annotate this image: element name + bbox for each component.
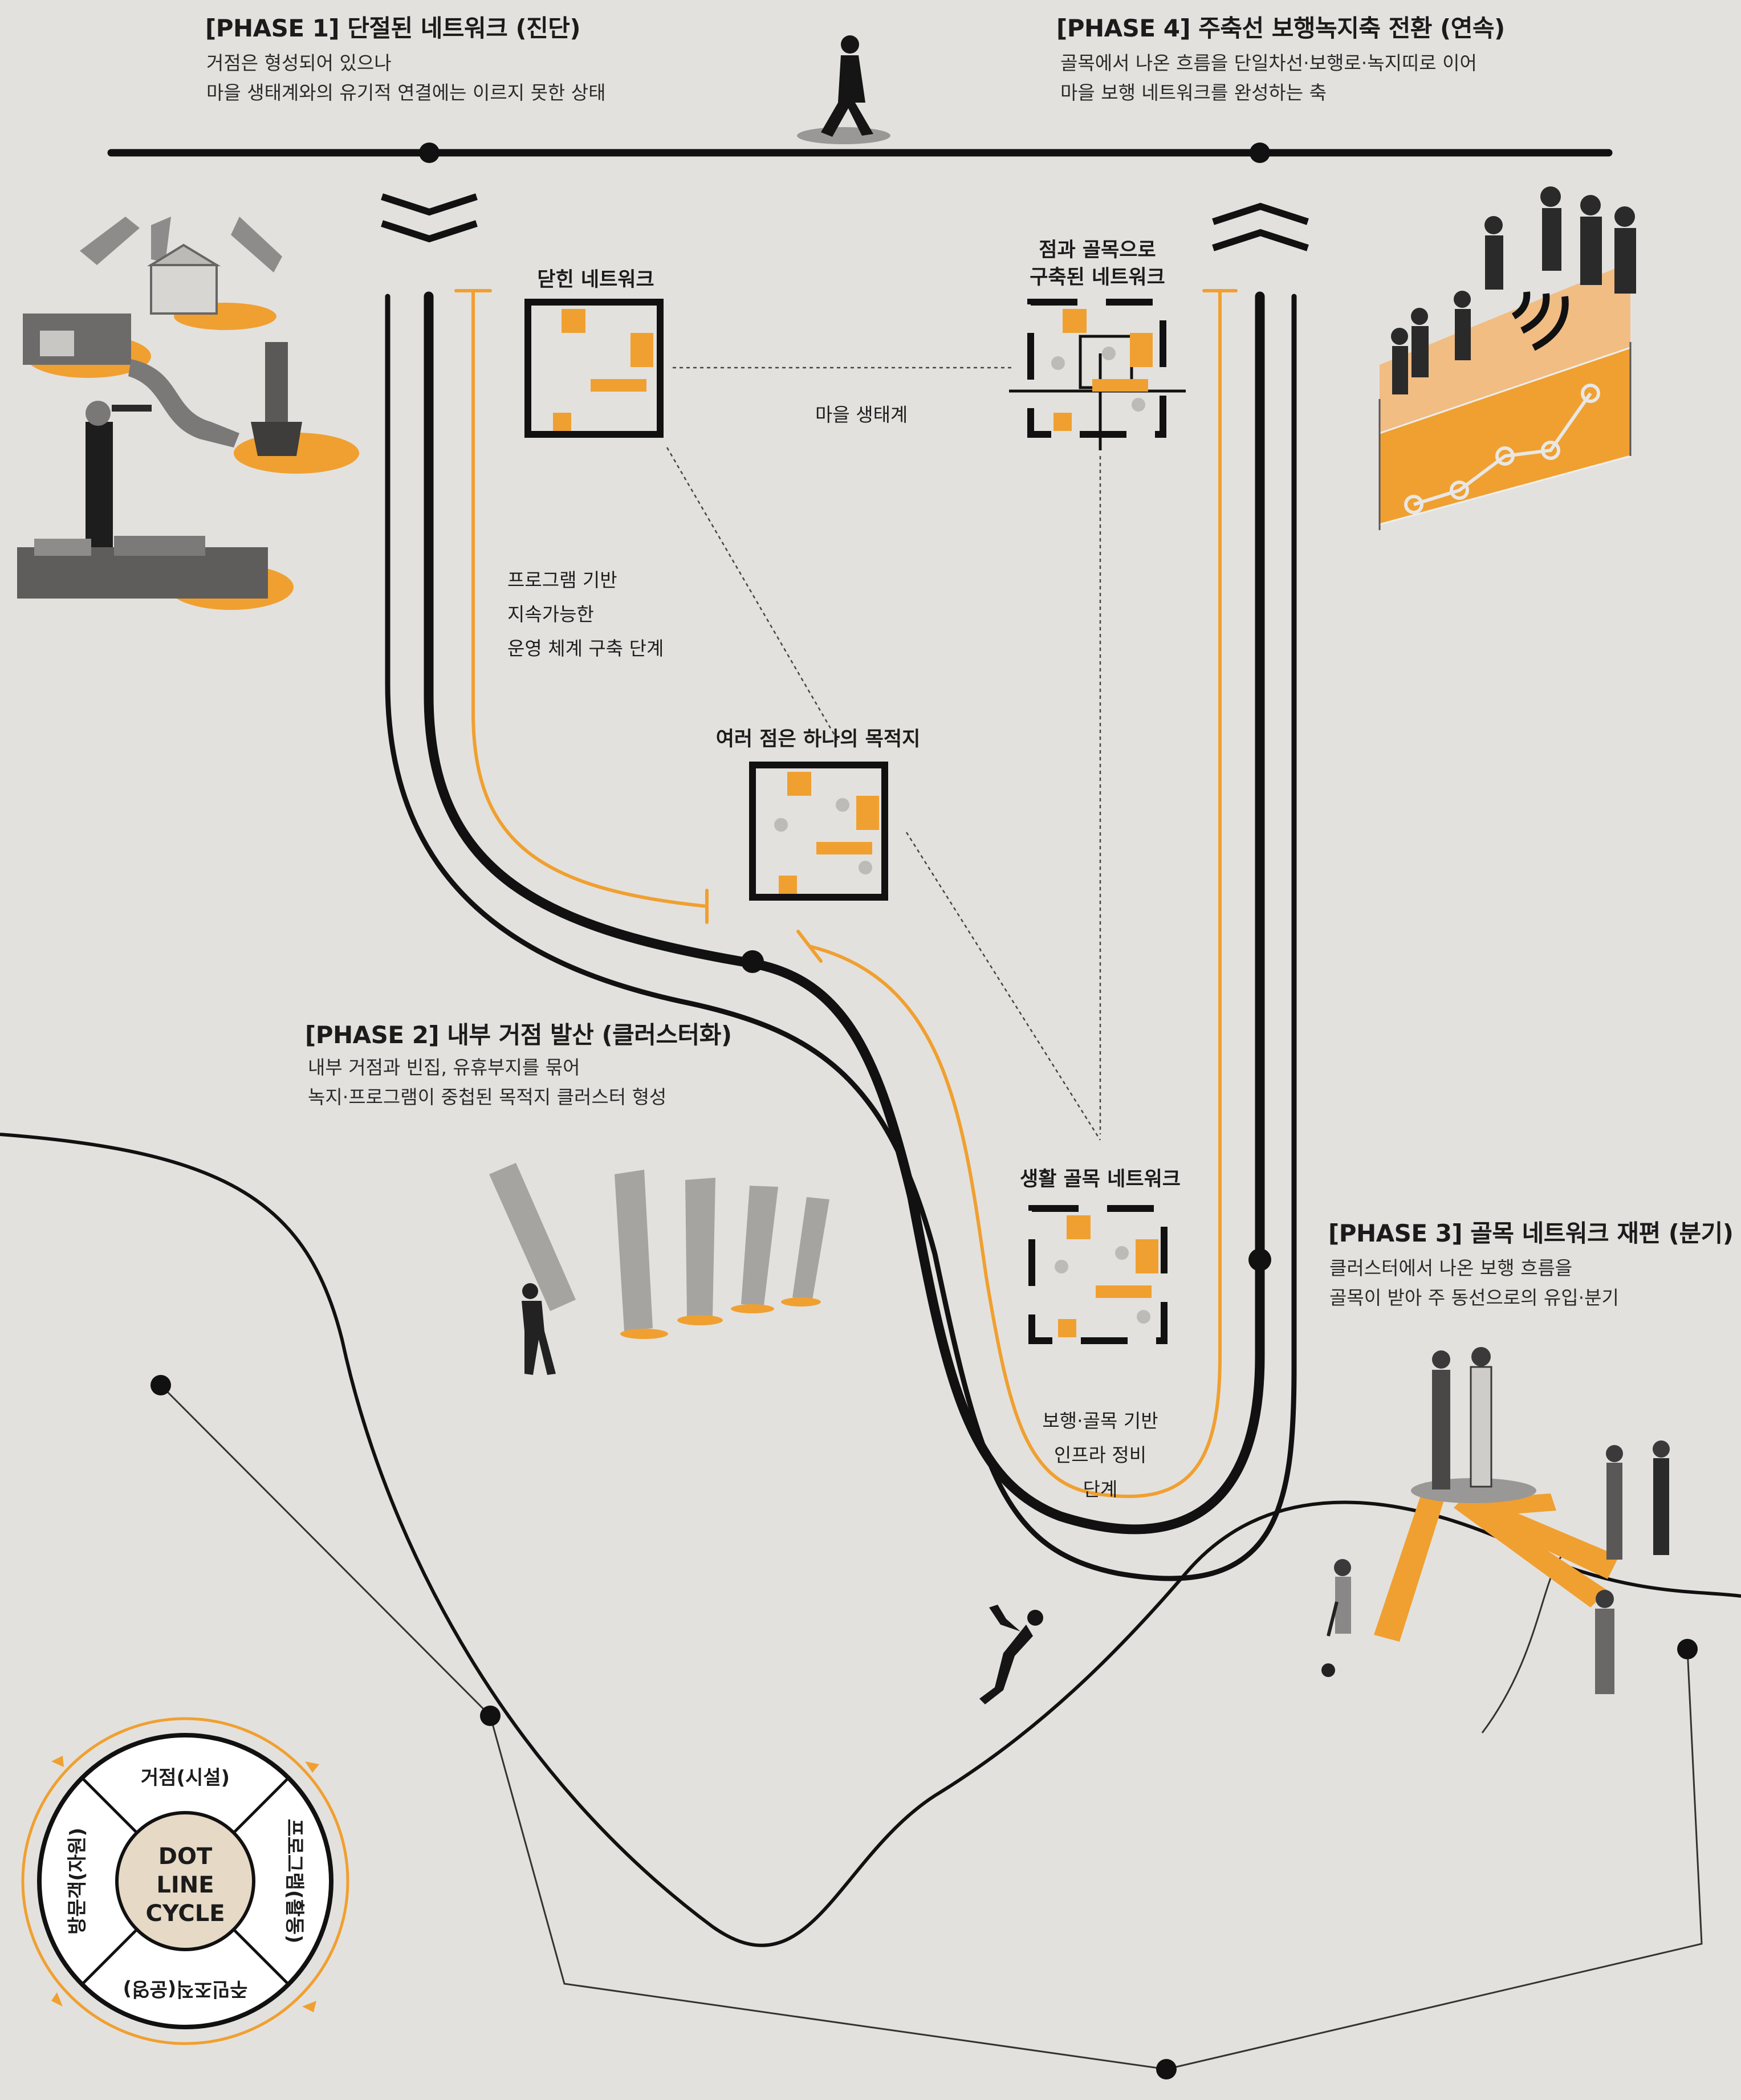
ecosystem-label: 마을 생태계 <box>815 399 908 431</box>
up-chevron-icon <box>1213 206 1308 248</box>
cycle-center-line2: LINE <box>156 1872 214 1898</box>
destination-cluster-box <box>752 765 885 897</box>
dots-alleys-network-box <box>1009 302 1186 450</box>
phase3-desc-line1: 클러스터에서 나온 보행 흐름을 <box>1329 1254 1572 1283</box>
cycle-center-line1: DOT <box>158 1843 213 1870</box>
infra-stage-line3: 단계 <box>1015 1474 1186 1505</box>
phase1-title: [PHASE 1] 단절된 네트워크 (진단) <box>205 9 580 44</box>
phase2-desc-line2: 녹지·프로그램이 중첩된 목적지 클러스터 형성 <box>308 1083 666 1112</box>
down-chevron-icon <box>382 197 477 239</box>
cycle-segment-left: 방문객(자원) <box>66 1828 89 1934</box>
phase1-collage <box>17 217 359 610</box>
phase3-node <box>1248 1248 1271 1271</box>
phase4-collage <box>1380 186 1636 530</box>
phase2-collage <box>489 1163 829 1375</box>
phase1-desc-line1: 거점은 형성되어 있으나 <box>206 49 392 78</box>
phase4-desc-line2: 마을 보행 네트워크를 완성하는 축 <box>1060 79 1327 107</box>
walking-person-figure <box>797 35 890 144</box>
dashed-connectors <box>667 368 1100 1140</box>
falling-person-figure <box>979 1605 1043 1704</box>
phase4-title: [PHASE 4] 주축선 보행녹지축 전환 (연속) <box>1056 9 1505 44</box>
dots-alleys-label-line1: 점과 골목으로 <box>1012 234 1183 263</box>
cycle-segment-right: 프로그램(활동) <box>283 1819 306 1944</box>
dots-alleys-label-line2: 구축된 네트워크 <box>1012 261 1183 290</box>
main-axis <box>111 143 1609 163</box>
phase4-desc-line1: 골목에서 나온 흐름을 단일차선·보행로·녹지띠로 이어 <box>1060 49 1477 78</box>
living-alley-network-box <box>1032 1208 1164 1341</box>
phase3-desc-line2: 골목이 받아 주 동선으로의 유입·분기 <box>1329 1284 1619 1312</box>
destination-label: 여러 점은 하나의 목적지 <box>701 723 935 752</box>
inner-black-line <box>429 296 1260 1529</box>
phase1-node <box>419 143 440 163</box>
phase3-collage <box>1321 1347 1670 1694</box>
orange-infra-line <box>810 291 1220 1496</box>
phase2-node <box>741 950 764 973</box>
cycle-center-line3: CYCLE <box>145 1900 225 1927</box>
closed-network-box <box>528 302 660 434</box>
program-stage-line1: 프로그램 기반 <box>507 564 617 596</box>
cycle-segment-top: 거점(시설) <box>141 1767 230 1789</box>
infra-stage-line2: 인프라 정비 <box>1015 1439 1186 1471</box>
outer-left-line <box>388 296 1294 1578</box>
cycle-segment-bottom: 주민조직(운영) <box>123 1977 248 2000</box>
closed-network-label: 닫힌 네트워크 <box>527 263 664 292</box>
program-stage-line3: 운영 체계 구축 단계 <box>507 633 664 665</box>
phase1-desc-line2: 마을 생태계와의 유기적 연결에는 이르지 못한 상태 <box>206 79 606 107</box>
phase3-title: [PHASE 3] 골목 네트워크 재편 (분기) <box>1328 1214 1733 1249</box>
infra-stage-line1: 보행·골목 기반 <box>1015 1405 1186 1437</box>
program-stage-line2: 지속가능한 <box>507 599 594 630</box>
phase2-title: [PHASE 2] 내부 거점 발산 (클러스터화) <box>305 1016 732 1051</box>
phase2-desc-line1: 내부 거점과 빈집, 유휴부지를 묶어 <box>308 1053 580 1082</box>
living-alley-label: 생활 골목 네트워크 <box>1009 1163 1191 1192</box>
phase4-node <box>1250 143 1270 163</box>
u-flow-lines <box>388 291 1294 1578</box>
